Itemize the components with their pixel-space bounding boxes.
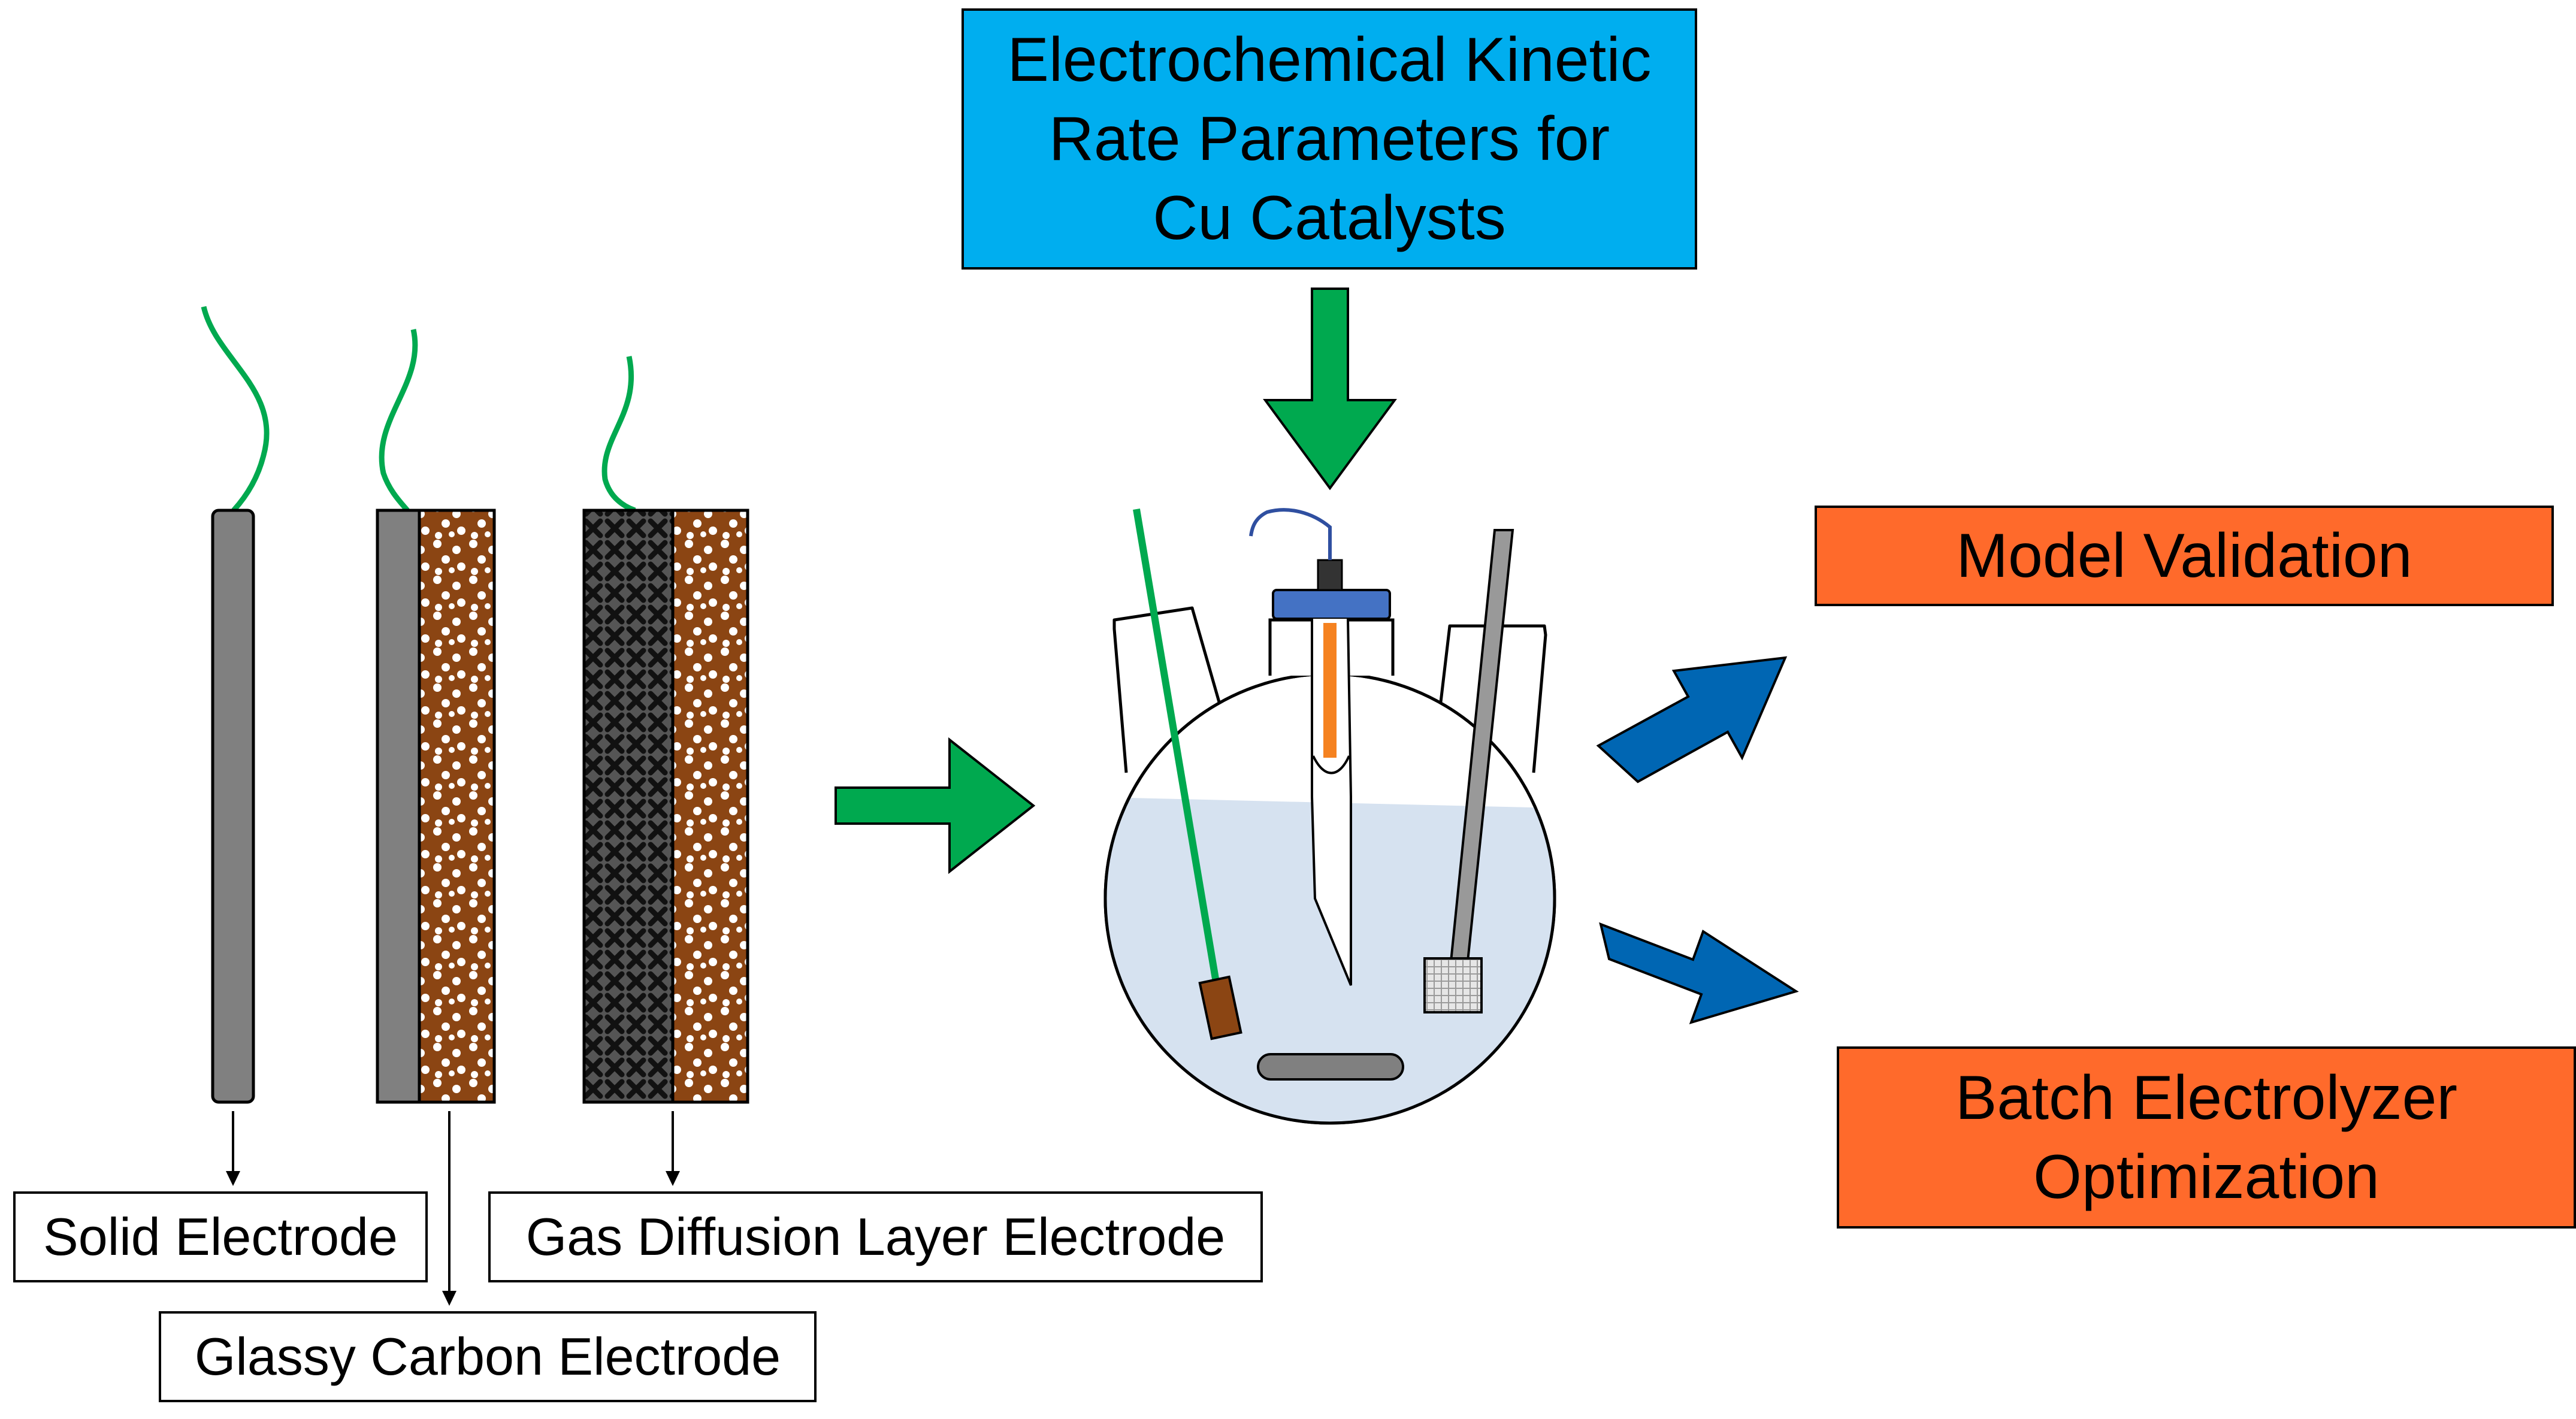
kinetic-line-3: Cu Catalysts (1153, 183, 1506, 253)
working-electrode-catalyst (1198, 975, 1242, 1040)
cell-cap-knob (1317, 559, 1343, 591)
solid-electrode-label-text: Solid Electrode (43, 1207, 398, 1266)
solid-electrode-wire (201, 305, 270, 513)
reference-electrode-body (1311, 618, 1352, 986)
model-validation-box: Model Validation (1815, 506, 2554, 606)
glassy-carbon-electrode-label: Glassy Carbon Electrode (159, 1311, 817, 1402)
blue-arrow-up-right (1596, 656, 1788, 783)
kinetic-line-2: Rate Parameters for (1048, 104, 1610, 174)
kinetic-parameters-box: Electrochemical Kinetic Rate Parameters … (962, 8, 1697, 270)
working-electrode-rod (1133, 509, 1220, 983)
reference-wire (1249, 508, 1332, 560)
stir-bar (1257, 1053, 1404, 1081)
gdl-diffusion-layer (582, 509, 675, 1104)
green-arrow-down (1263, 288, 1397, 491)
gdl-pointer-head (666, 1171, 680, 1186)
glassy-carbon-label-text: Glassy Carbon Electrode (194, 1327, 781, 1386)
counter-electrode-mesh (1423, 957, 1483, 1013)
kinetic-line-1: Electrochemical Kinetic (1007, 25, 1652, 95)
solid-electrode-pointer-head (226, 1171, 240, 1186)
batch-optimization-box: Batch Electrolyzer Optimization (1837, 1046, 2576, 1229)
electrochemical-cell (1103, 508, 1556, 1125)
reference-electrode-element (1323, 623, 1337, 758)
cell-cap (1272, 589, 1391, 620)
batch-optimization-line-1: Batch Electrolyzer (1955, 1063, 2458, 1133)
green-arrow-right (835, 737, 1036, 875)
gdl-electrode (582, 356, 749, 1186)
glassy-carbon-substrate (376, 509, 421, 1104)
gdl-electrode-label-text: Gas Diffusion Layer Electrode (525, 1207, 1226, 1266)
glassy-carbon-pointer-head (442, 1291, 456, 1306)
glassy-carbon-catalyst-layer (418, 509, 496, 1104)
gdl-electrode-label: Gas Diffusion Layer Electrode (488, 1191, 1263, 1282)
blue-arrow-down-right (1599, 922, 1799, 1025)
glassy-carbon-wire (379, 329, 418, 512)
gdl-wire (601, 356, 636, 513)
gdl-catalyst-layer (671, 509, 749, 1104)
glassy-carbon-electrode (376, 329, 496, 1306)
solid-electrode (201, 305, 270, 1186)
solid-electrode-label: Solid Electrode (13, 1191, 428, 1282)
model-validation-text: Model Validation (1956, 521, 2412, 591)
reference-electrode-frit (1312, 755, 1350, 774)
batch-optimization-line-2: Optimization (2033, 1142, 2380, 1212)
cell-electrolyte (1105, 797, 1555, 1123)
solid-electrode-rod (211, 509, 255, 1104)
